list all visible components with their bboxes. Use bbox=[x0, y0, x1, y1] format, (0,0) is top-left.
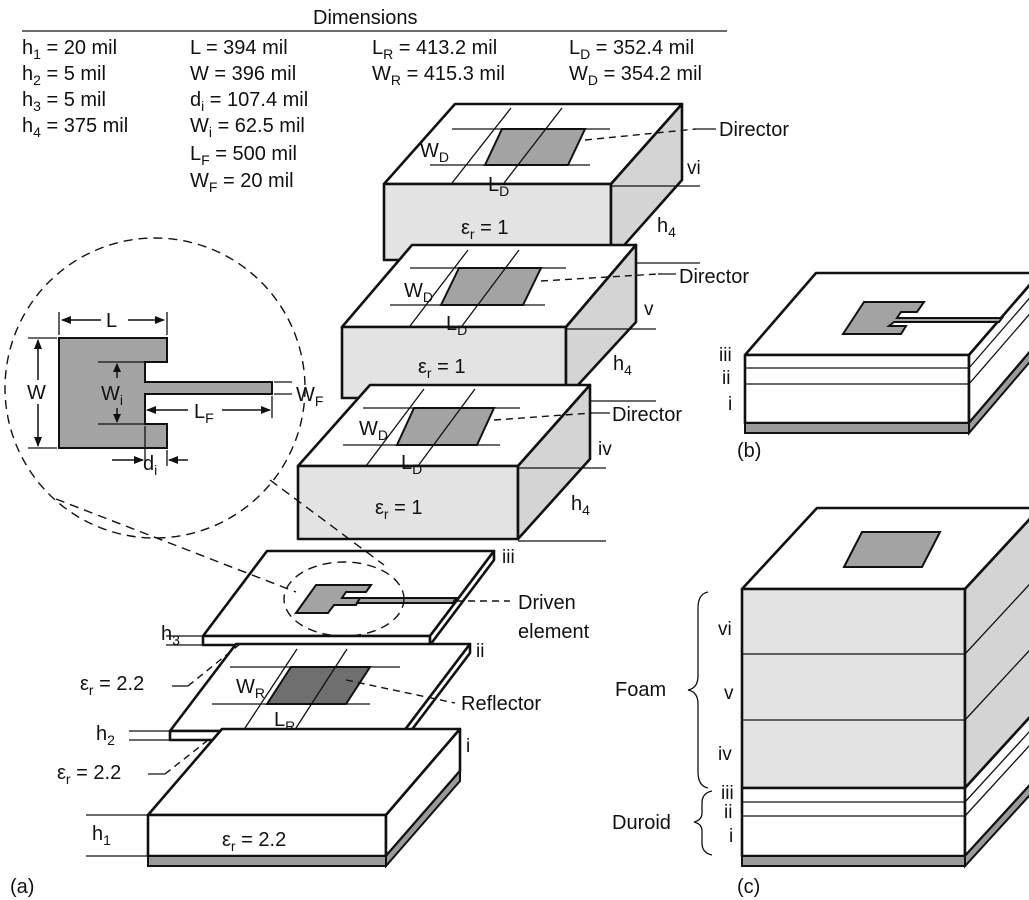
layer-vi-foam-block: WD LD εr = 1 vi h4 Director bbox=[382, 102, 789, 264]
director-patch-iv bbox=[395, 407, 496, 446]
label-h4-vi: h4 bbox=[657, 215, 676, 240]
inset-label-Wi: Wi bbox=[101, 383, 123, 408]
label-eps-iv: εr = 1 bbox=[375, 497, 423, 522]
label-roman-vi: vi bbox=[687, 158, 701, 179]
label-reflector: Reflector bbox=[461, 693, 541, 715]
dim-Wi: Wi = 62.5 mil bbox=[190, 115, 305, 140]
label-WR: WR bbox=[236, 676, 265, 701]
panel-c-roman-ii: ii bbox=[724, 802, 732, 823]
dim-LR: LR = 413.2 mil bbox=[372, 37, 497, 62]
label-roman-i: i bbox=[466, 736, 470, 757]
duroid-brace bbox=[693, 790, 713, 856]
inset-patch-shape bbox=[58, 337, 273, 449]
panel-c-patch bbox=[842, 531, 942, 568]
layer-i-duroid-block: εr = 2.2 i bbox=[146, 727, 470, 869]
label-LD-iv: LD bbox=[401, 452, 422, 477]
panel-c-roman-iv: iv bbox=[718, 744, 732, 765]
layer-iv-foam-block: WD LD εr = 1 iv h4 Director bbox=[296, 383, 682, 542]
dim-h1: h1 = 20 mil bbox=[22, 37, 117, 62]
panel-c-label-duroid: Duroid bbox=[612, 812, 671, 834]
panel-c-assembled-full: vi v iv iii ii i Foam Duroid (c) bbox=[612, 506, 1029, 898]
panel-label-a: (a) bbox=[10, 876, 34, 898]
inset-label-WF: WF bbox=[296, 384, 323, 409]
label-LD-vi: LD bbox=[488, 174, 509, 199]
label-driven-2: element bbox=[518, 621, 590, 643]
foam-brace bbox=[687, 591, 709, 789]
label-LD-v: LD bbox=[446, 313, 467, 338]
panel-c-roman-vi: vi bbox=[718, 619, 732, 640]
driven-element-inset: L W Wi LF WF di bbox=[4, 237, 385, 593]
dim-h3: h3 = 5 mil bbox=[22, 89, 106, 114]
label-h4-v: h4 bbox=[613, 353, 632, 378]
inset-label-LF: LF bbox=[194, 401, 214, 426]
layer-v-foam-block: WD LD εr = 1 v h4 Director bbox=[340, 243, 749, 402]
dim-h4: h4 = 375 mil bbox=[22, 115, 128, 140]
label-h2: h2 bbox=[96, 723, 115, 748]
label-eps-v: εr = 1 bbox=[418, 356, 466, 381]
dim-WF: WF = 20 mil bbox=[190, 170, 294, 195]
label-director-iv: Director bbox=[612, 404, 682, 426]
label-director-v: Director bbox=[679, 266, 749, 288]
panel-b-roman-ii: ii bbox=[722, 368, 730, 389]
panel-a-left-labels: h3 εr = 2.2 h2 εr = 2.2 h1 (a) bbox=[10, 623, 241, 898]
driven-element-patch bbox=[294, 584, 373, 614]
label-h1: h1 bbox=[92, 823, 111, 848]
dim-LF: LF = 500 mil bbox=[190, 143, 297, 168]
panel-c-roman-i: i bbox=[729, 826, 733, 847]
panel-c-label-foam: Foam bbox=[615, 679, 666, 701]
panel-c-roman-v: v bbox=[724, 683, 734, 704]
label-WD-v: WD bbox=[404, 280, 433, 305]
panel-label-b: (b) bbox=[737, 440, 761, 462]
panel-b-assembled-thin: iii ii i (b) bbox=[719, 271, 1029, 462]
label-LR: LR bbox=[274, 709, 295, 734]
dim-W: W = 396 mil bbox=[190, 63, 296, 85]
label-h4-iv: h4 bbox=[571, 493, 590, 518]
panel-b-patch bbox=[841, 301, 1004, 335]
layer-iii-driven-sheet: iii Driven element bbox=[201, 547, 590, 647]
inset-label-di: di bbox=[143, 453, 157, 478]
label-WD-vi: WD bbox=[420, 140, 449, 165]
label-roman-iv: iv bbox=[598, 439, 612, 460]
dimensions-table: Dimensions h1 = 20 mil h2 = 5 mil h3 = 5… bbox=[22, 7, 727, 195]
director-patch-vi bbox=[483, 128, 587, 166]
inset-label-W: W bbox=[27, 382, 46, 404]
label-eps-vi: εr = 1 bbox=[461, 217, 509, 242]
dim-L: L = 394 mil bbox=[190, 37, 288, 59]
layer-ii-reflector-sheet: WR LR ii Reflector bbox=[168, 641, 541, 742]
dim-WD: WD = 354.2 mil bbox=[569, 63, 702, 88]
label-eps-ii: εr = 2.2 bbox=[57, 762, 121, 787]
dim-di: di = 107.4 mil bbox=[190, 89, 308, 114]
panel-label-c: (c) bbox=[737, 876, 760, 898]
dim-WR: WR = 415.3 mil bbox=[372, 63, 505, 88]
driven-feed-line bbox=[355, 597, 458, 604]
dim-h2: h2 = 5 mil bbox=[22, 63, 106, 88]
label-eps-iii: εr = 2.2 bbox=[80, 673, 144, 698]
dim-LD: LD = 352.4 mil bbox=[569, 37, 694, 62]
inset-label-L: L bbox=[106, 310, 117, 332]
label-WD-iv: WD bbox=[359, 418, 388, 443]
label-h3: h3 bbox=[161, 623, 180, 648]
dimensions-title: Dimensions bbox=[313, 7, 417, 29]
label-roman-v: v bbox=[644, 299, 654, 320]
panel-b-roman-i: i bbox=[728, 394, 732, 415]
label-eps-i: εr = 2.2 bbox=[222, 829, 286, 854]
label-roman-iii: iii bbox=[502, 547, 515, 568]
label-roman-ii: ii bbox=[476, 641, 484, 662]
label-driven-1: Driven bbox=[518, 592, 576, 614]
label-director-vi: Director bbox=[719, 119, 789, 141]
panel-b-roman-iii: iii bbox=[719, 345, 732, 366]
panel-c-roman-iii: iii bbox=[721, 783, 734, 804]
